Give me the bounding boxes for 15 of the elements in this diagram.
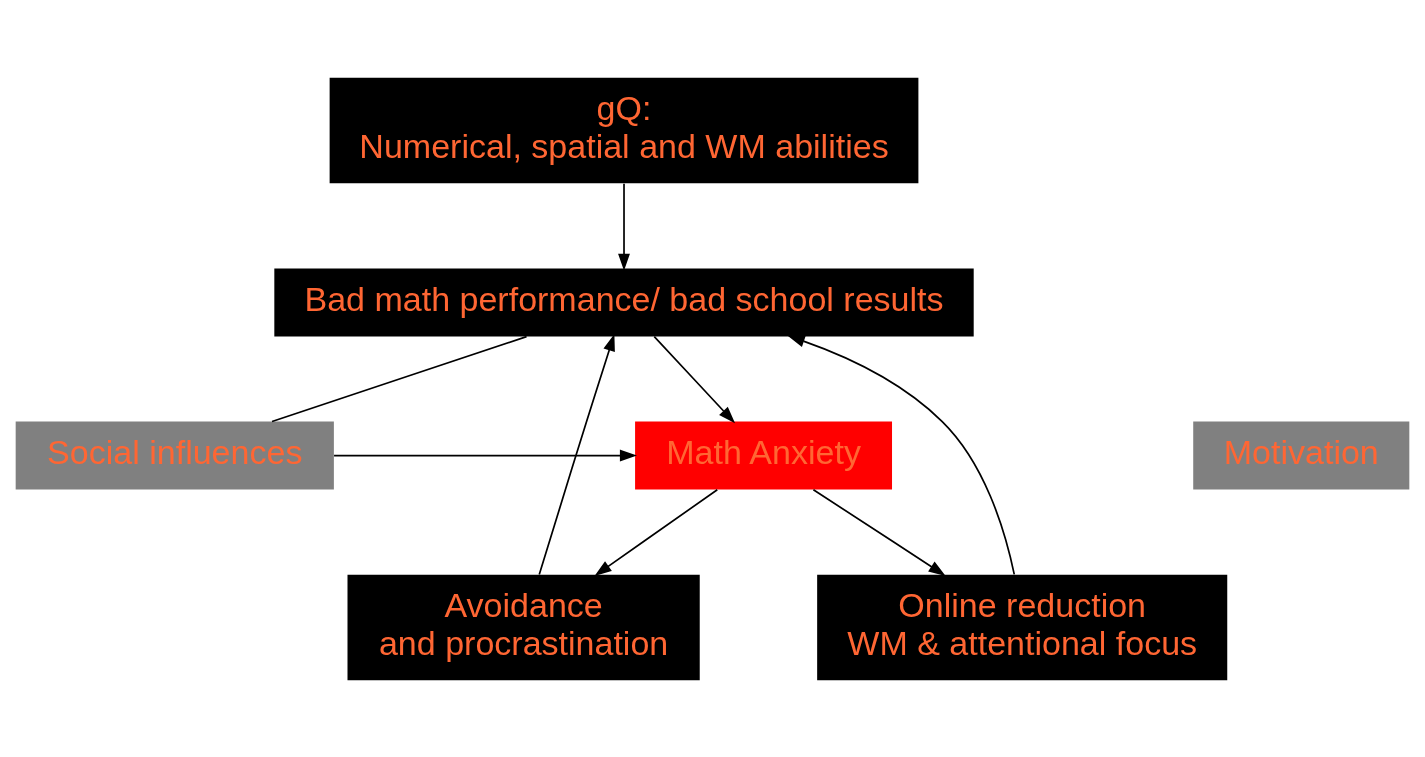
arrow [812, 488, 946, 576]
node-box: Social influences [15, 421, 334, 490]
node-box: Motivation [1193, 421, 1410, 490]
arrow [538, 333, 615, 575]
node-box: Bad math performance/ bad school results [274, 267, 974, 336]
connector [271, 335, 528, 422]
node-box: Avoidance and procrastination [347, 574, 700, 680]
node-box: gQ: Numerical, spatial and WM abilities [329, 77, 919, 183]
arrow [653, 335, 736, 423]
arrow [333, 449, 637, 462]
node-box: Math Anxiety [635, 421, 892, 490]
arrow [618, 182, 630, 271]
node-box: Online reduction WM & attentional focus [817, 574, 1228, 680]
arrow [787, 335, 1016, 575]
arrow [594, 488, 719, 576]
